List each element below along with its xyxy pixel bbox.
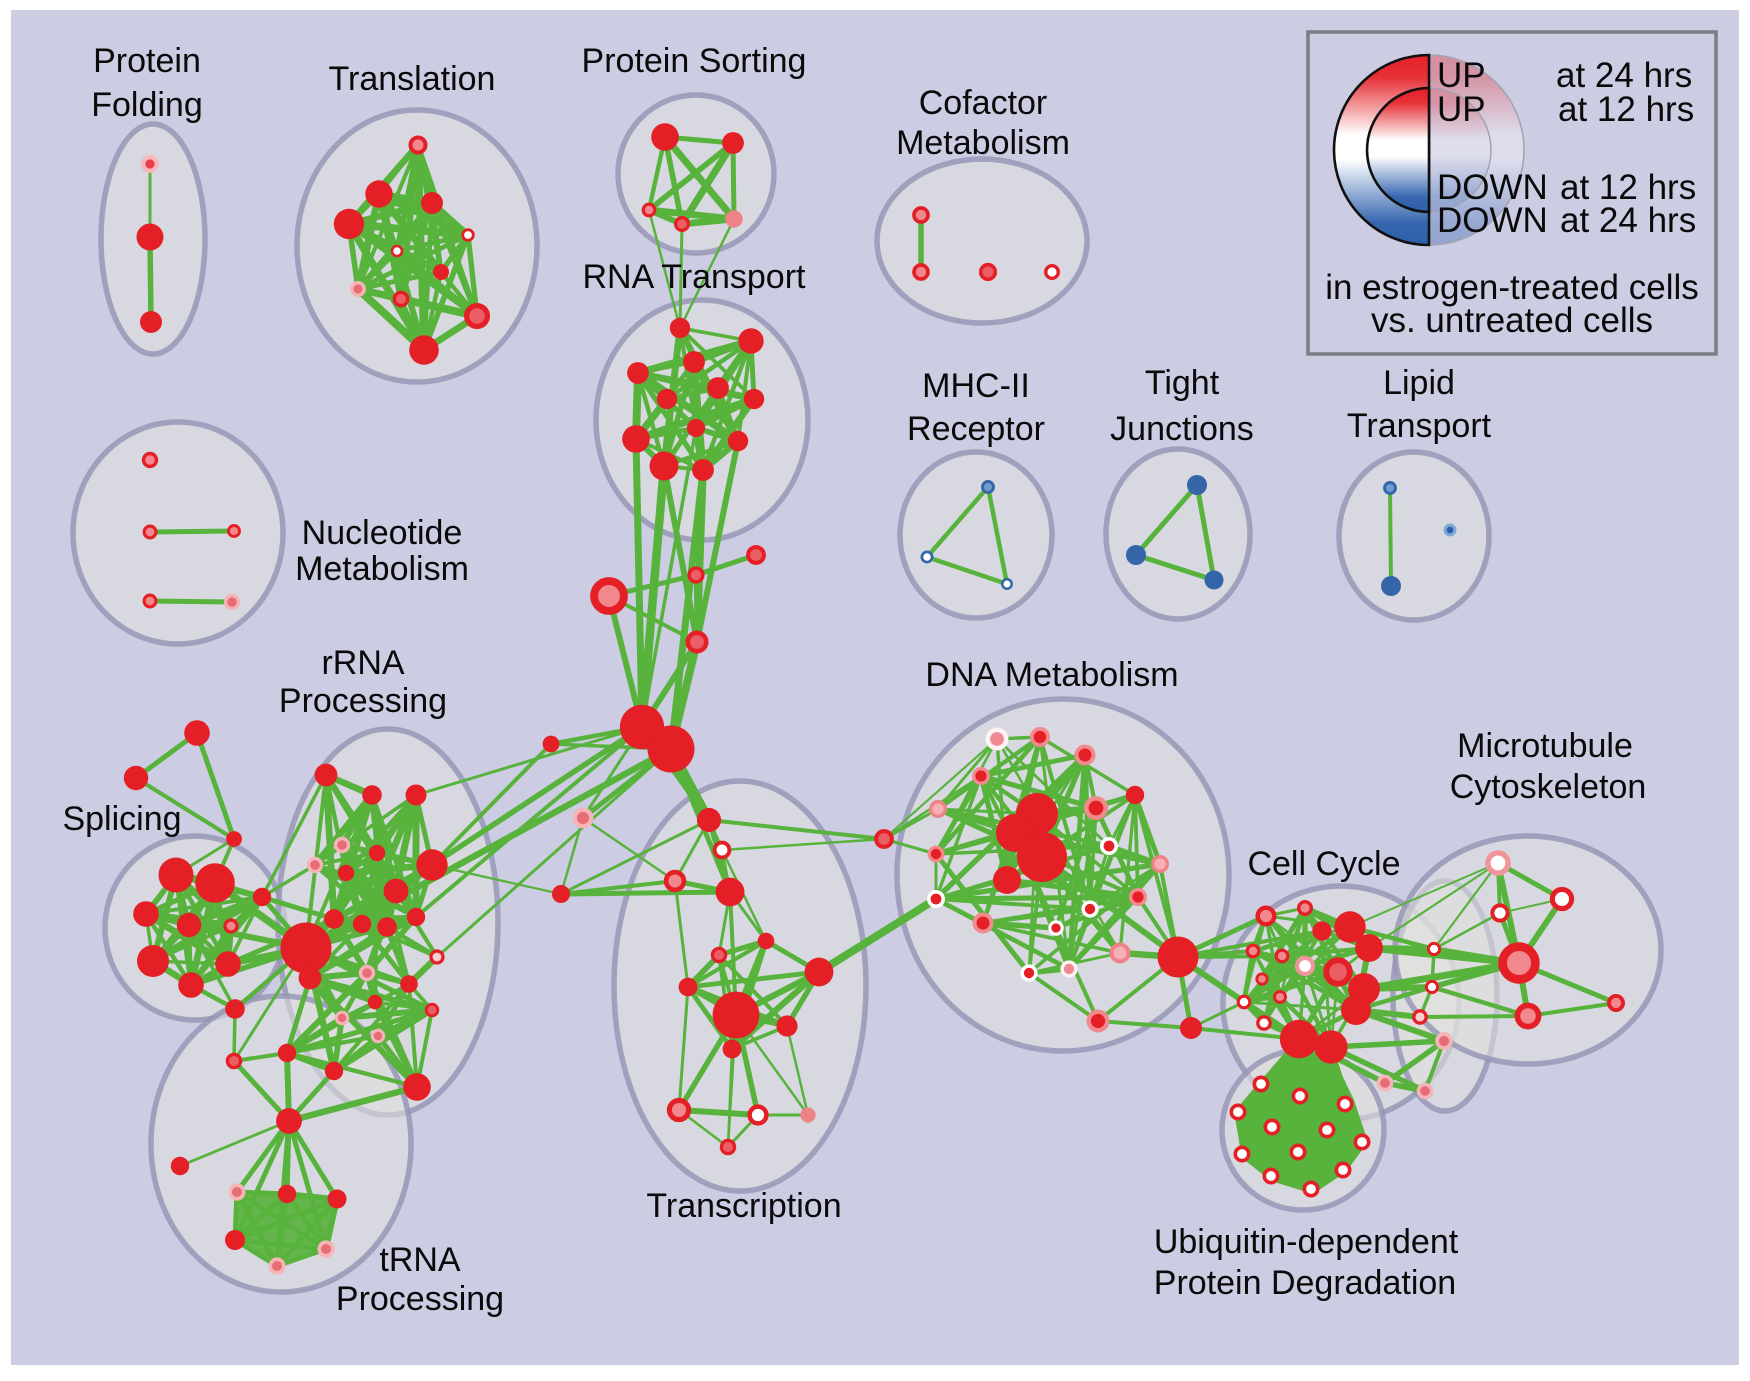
svg-text:at 24 hrs: at 24 hrs [1560, 201, 1696, 240]
svg-text:Cell Cycle: Cell Cycle [1247, 845, 1400, 883]
svg-text:Transcription: Transcription [646, 1187, 841, 1225]
svg-text:Cytoskeleton: Cytoskeleton [1450, 768, 1647, 806]
svg-text:Tight: Tight [1145, 364, 1220, 402]
svg-text:at 24 hrs: at 24 hrs [1556, 56, 1692, 95]
svg-text:Transport: Transport [1347, 407, 1492, 445]
svg-text:Protein: Protein [93, 42, 201, 80]
svg-text:Nucleotide: Nucleotide [302, 514, 463, 552]
svg-text:Receptor: Receptor [907, 410, 1045, 448]
svg-text:rRNA: rRNA [321, 644, 404, 682]
svg-text:in estrogen-treated cells: in estrogen-treated cells [1325, 268, 1699, 307]
svg-text:Lipid: Lipid [1383, 364, 1455, 402]
svg-text:tRNA: tRNA [379, 1241, 461, 1279]
svg-text:Processing: Processing [279, 682, 447, 720]
svg-text:DOWN: DOWN [1437, 201, 1548, 240]
svg-text:Processing: Processing [336, 1280, 504, 1318]
svg-text:MHC-II: MHC-II [922, 367, 1030, 405]
svg-text:Translation: Translation [329, 60, 496, 98]
svg-text:at 12 hrs: at 12 hrs [1560, 168, 1696, 207]
svg-text:UP: UP [1437, 56, 1486, 95]
svg-text:Splicing: Splicing [62, 800, 181, 838]
svg-text:DOWN: DOWN [1437, 168, 1548, 207]
svg-text:Folding: Folding [91, 86, 203, 124]
svg-text:Metabolism: Metabolism [896, 124, 1070, 162]
svg-text:Protein Degradation: Protein Degradation [1154, 1264, 1456, 1302]
svg-text:Protein Sorting: Protein Sorting [582, 42, 807, 80]
svg-text:Microtubule: Microtubule [1457, 727, 1633, 765]
svg-text:RNA Transport: RNA Transport [583, 258, 807, 296]
svg-text:Metabolism: Metabolism [295, 550, 469, 588]
svg-text:Junctions: Junctions [1110, 410, 1254, 448]
svg-text:Cofactor: Cofactor [919, 84, 1048, 122]
svg-text:DNA Metabolism: DNA Metabolism [925, 656, 1178, 694]
svg-text:at 12 hrs: at 12 hrs [1558, 90, 1694, 129]
svg-text:UP: UP [1437, 90, 1486, 129]
svg-text:Ubiquitin-dependent: Ubiquitin-dependent [1154, 1223, 1459, 1261]
svg-text:vs. untreated cells: vs. untreated cells [1371, 301, 1653, 340]
